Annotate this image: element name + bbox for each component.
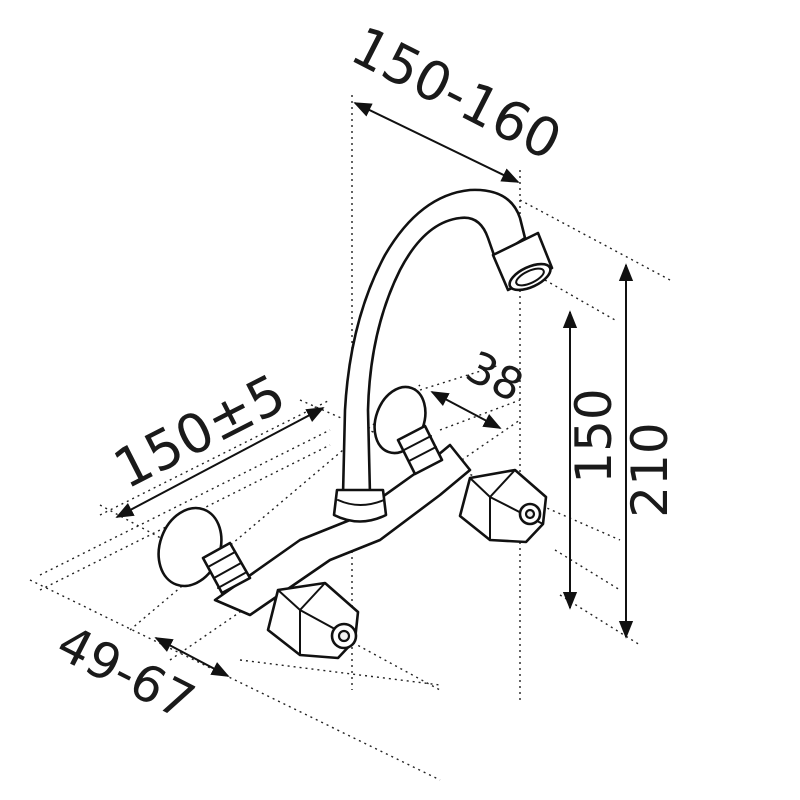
wall-distance-label: 49-67 <box>48 614 204 732</box>
center-distance-label: 150±5 <box>104 362 295 501</box>
spout-reach-arrow <box>353 102 520 183</box>
total-height-label: 210 <box>621 422 679 517</box>
handle-offset-label: 38 <box>458 342 531 413</box>
spout-height-label: 150 <box>565 388 623 483</box>
faucet-body <box>157 188 554 660</box>
handle-offset-arrow <box>430 391 502 429</box>
center-distance-arrow <box>115 407 325 518</box>
wall-distance-arrow <box>154 637 230 677</box>
spout-reach-label: 150-160 <box>342 14 572 173</box>
dimension-lines <box>115 102 634 677</box>
